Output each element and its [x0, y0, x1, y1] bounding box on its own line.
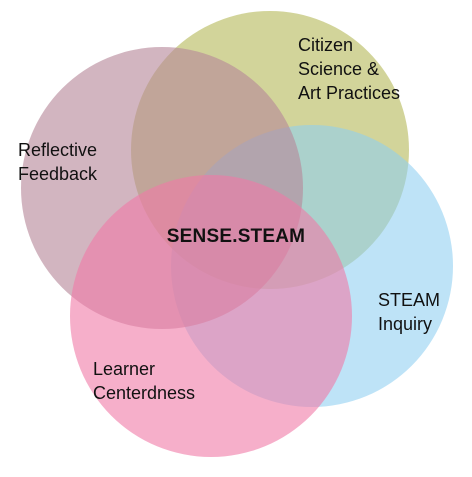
reflective-feedback-label: Reflective Feedback [18, 138, 97, 186]
reflective-feedback-label-line-1: Reflective [18, 140, 98, 160]
citizen-science-label-line-2: Science & [298, 59, 380, 79]
learner-centerdness-label-line-2: Centerdness [93, 383, 196, 403]
learner-centerdness-label: Learner Centerdness [93, 357, 195, 405]
citizen-science-label-line-1: Citizen [298, 35, 354, 55]
reflective-feedback-label-line-2: Feedback [18, 164, 98, 184]
citizen-science-label: Citizen Science & Art Practices [298, 33, 400, 105]
center-title: SENSE.STEAM [166, 226, 306, 247]
learner-centerdness-circle [70, 175, 352, 457]
steam-inquiry-label: STEAM Inquiry [378, 288, 440, 336]
citizen-science-label-line-3: Art Practices [298, 83, 401, 103]
steam-inquiry-label-line-2: Inquiry [378, 314, 433, 334]
steam-inquiry-label-line-1: STEAM [378, 290, 441, 310]
learner-centerdness-label-line-1: Learner [93, 359, 156, 379]
